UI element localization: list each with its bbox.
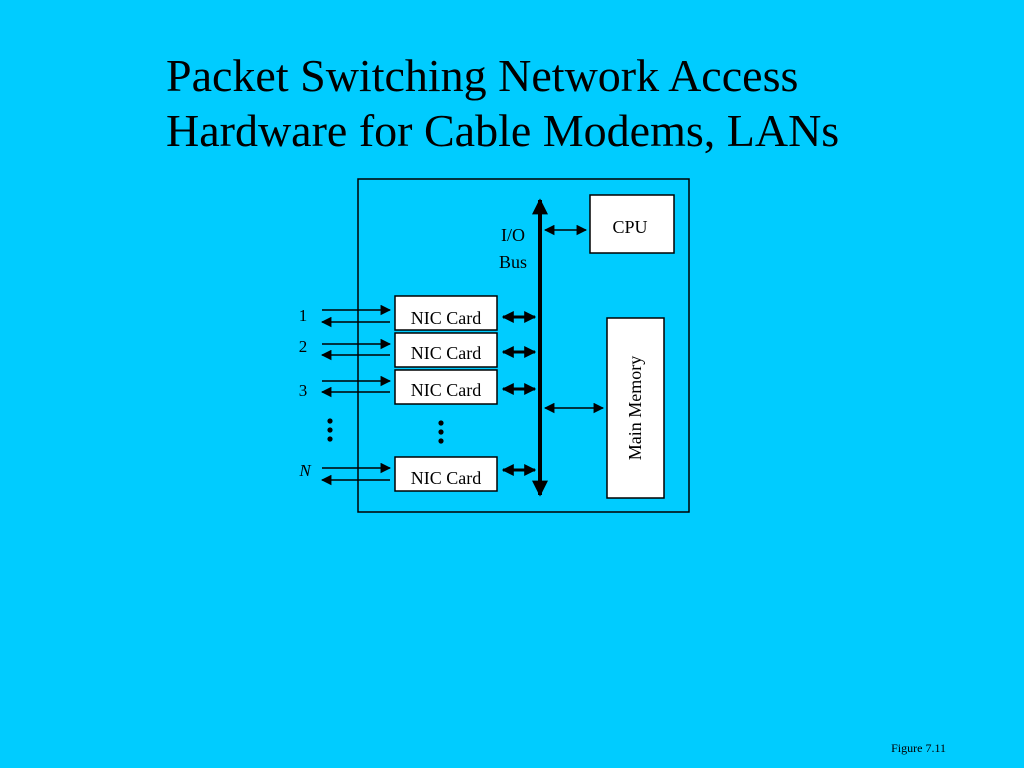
cpu-box <box>589 194 675 254</box>
main-memory-label: Main Memory <box>625 356 645 460</box>
nic-card-box <box>394 332 498 368</box>
nic-card-box <box>394 369 498 405</box>
nic-card-label: NIC Card <box>411 343 482 363</box>
port-lines <box>320 304 392 486</box>
nic-card-label: NIC Card <box>411 468 482 488</box>
nic-cards-ellipsis <box>438 420 444 444</box>
nic-card-box <box>394 456 498 492</box>
port-label: 3 <box>299 381 308 400</box>
slide-title: Packet Switching Network Access Hardware… <box>166 48 839 158</box>
io-bus-label-line-2: Bus <box>499 252 527 272</box>
nic-card-label: NIC Card <box>411 308 482 328</box>
port-label: N <box>298 461 312 480</box>
computer-enclosure <box>357 178 690 513</box>
io-bus-label-line-1: I/O <box>501 225 525 245</box>
cpu-label: CPU <box>612 217 647 237</box>
nic-card-box <box>394 295 498 331</box>
main-memory-box <box>606 317 665 499</box>
port-label: 2 <box>299 337 308 356</box>
slide-title-line-1: Packet Switching Network Access <box>166 50 799 101</box>
port-label: 1 <box>299 306 308 325</box>
nic-card-label: NIC Card <box>411 380 482 400</box>
slide-title-line-2: Hardware for Cable Modems, LANs <box>166 105 840 156</box>
figure-caption: Figure 7.11 <box>891 741 946 755</box>
ports-ellipsis <box>327 418 333 442</box>
